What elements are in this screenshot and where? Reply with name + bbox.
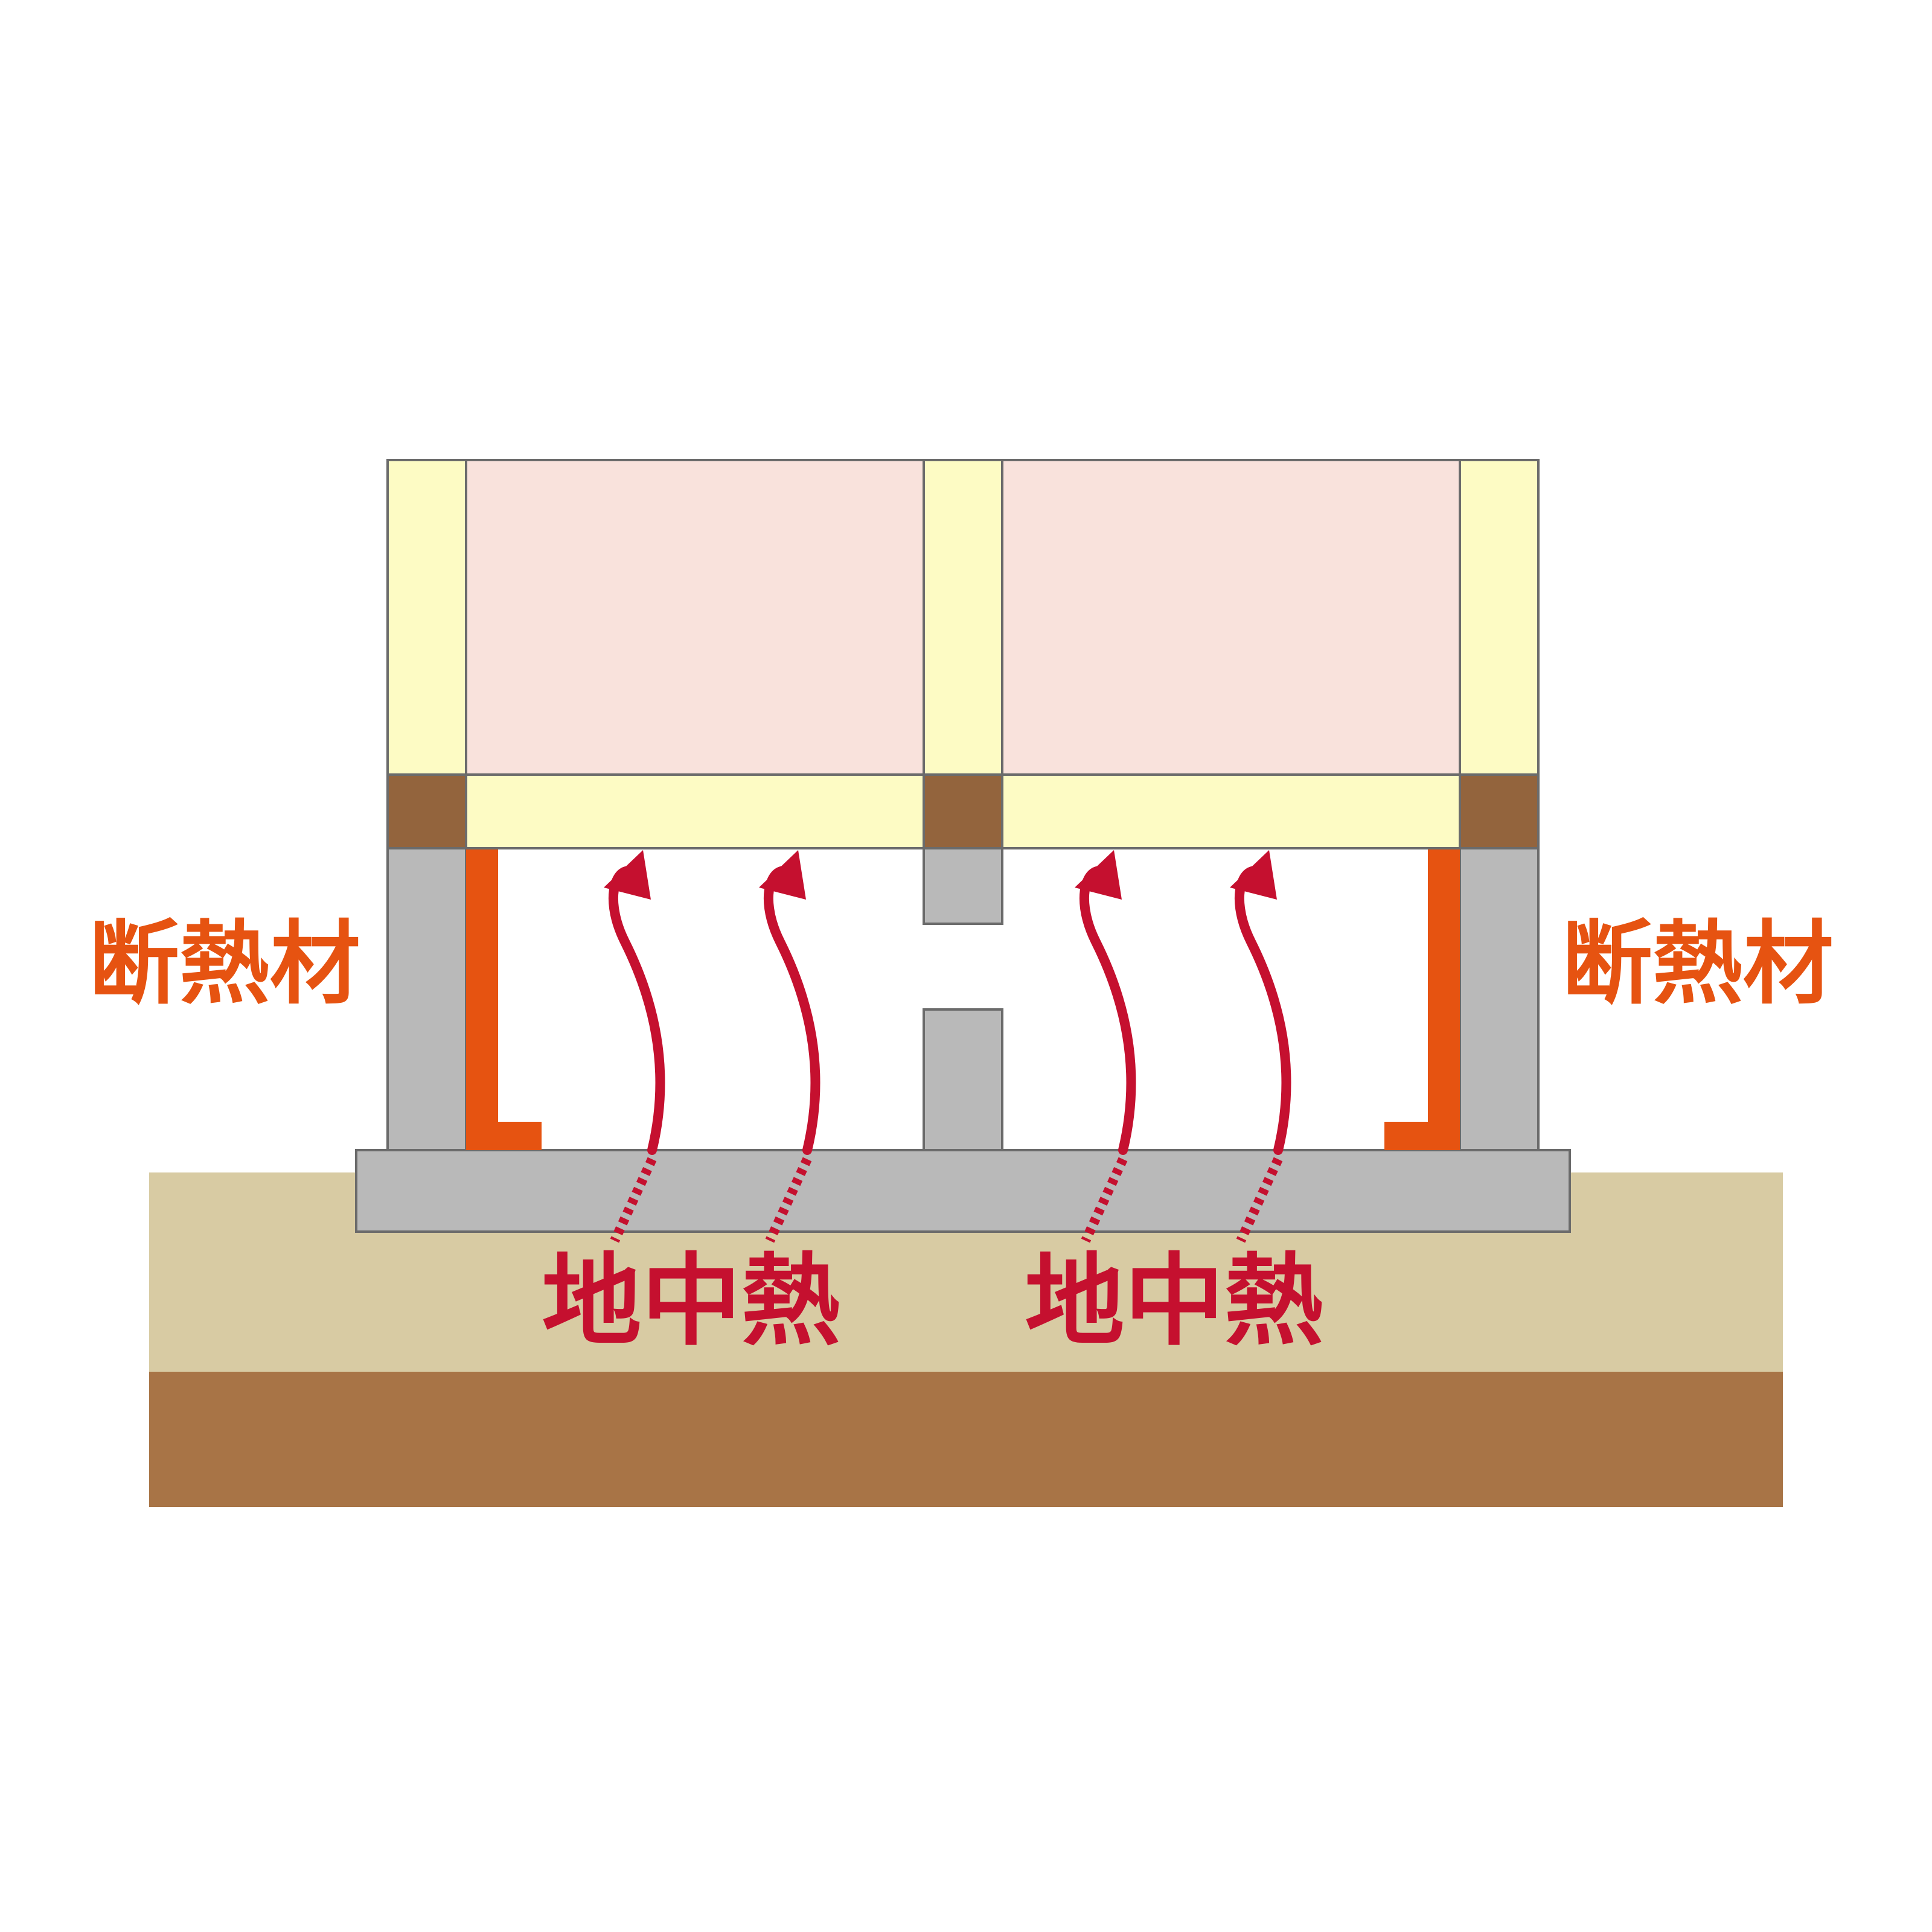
heat-arrow-2 [759,850,820,1243]
foundation-slab [355,1149,1571,1233]
foundation-wall-left [386,847,467,1151]
arrowhead [1230,850,1277,900]
floor-joist-right [1001,773,1461,849]
heat-arrow-4 [1230,850,1291,1243]
arrowhead [759,850,806,900]
room-interior-right [1001,459,1461,776]
insulation-left [466,848,542,1150]
center-pier-lower [923,1008,1003,1151]
curved-up-arrow-icon [1079,866,1136,1155]
heat-arrow-3 [1075,850,1136,1243]
curved-up-arrow-icon [1234,866,1291,1155]
ground-heat-label-right: 地中熱 [1025,1243,1324,1359]
heat-arrow-1 [604,850,665,1243]
arrowhead [604,850,651,900]
insulation-label-left: 断熱材 [89,912,360,1017]
curved-up-arrow-icon [608,866,665,1155]
insulation-label-right: 断熱材 [1562,912,1834,1017]
floor-joist-left [465,773,925,849]
insulation-right [1384,848,1460,1150]
foundation-wall-right [1459,847,1540,1151]
arrow-dashed-tail [765,1157,812,1243]
soil-lower-layer [149,1372,1783,1507]
sill-beam-center [923,773,1003,849]
arrow-dashed-tail [1236,1157,1283,1243]
room-interior-left [465,459,925,776]
ground-heat-label-left: 地中熱 [542,1243,841,1359]
arrow-dashed-tail [1081,1157,1128,1243]
sill-beam-right [1459,773,1540,849]
curved-up-arrow-icon [763,866,820,1155]
arrowhead [1075,850,1122,900]
center-pier-upper [923,847,1003,925]
arrow-dashed-tail [610,1157,657,1243]
sill-beam-left [386,773,467,849]
